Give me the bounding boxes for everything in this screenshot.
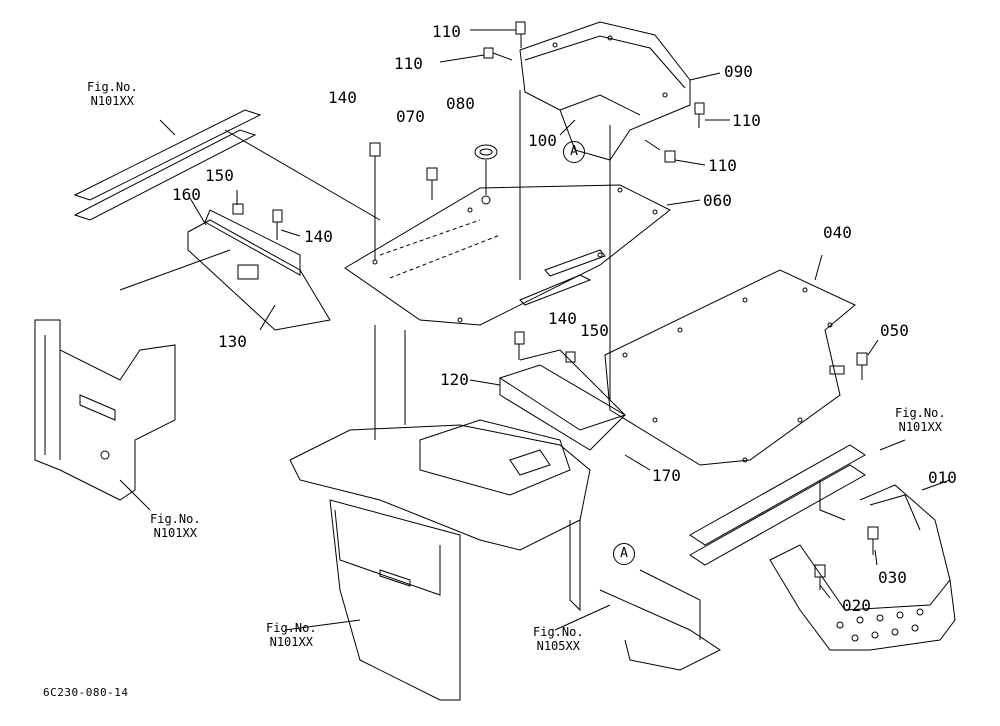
label-030: 030 (878, 568, 907, 587)
marker-a-bottom: A (613, 543, 635, 565)
step-010 (769, 484, 956, 651)
marker-a-top: A (563, 141, 585, 163)
label-080: 080 (446, 94, 475, 113)
label-120: 120 (440, 370, 469, 389)
fig-ref-number: N101XX (269, 635, 313, 649)
cover-090 (519, 21, 691, 400)
fig-ref-number: N105XX (536, 639, 580, 653)
drawing-code: 6C230-080-14 (43, 686, 129, 699)
label-170: 170 (652, 466, 681, 485)
label-050: 050 (880, 321, 909, 340)
label-060: 060 (703, 191, 732, 210)
fig-ref-upper-left: Fig.No. N101XX (87, 80, 138, 108)
fig-ref-label: Fig.No. (266, 621, 317, 635)
plate-060 (344, 184, 671, 326)
leader-lines (119, 29, 951, 631)
fig-ref-label: Fig.No. (87, 80, 138, 94)
rail-right (689, 444, 866, 566)
label-130: 130 (218, 332, 247, 351)
label-160: 160 (172, 185, 201, 204)
label-150-center: 150 (580, 321, 609, 340)
fig-ref-label: Fig.No. (150, 512, 201, 526)
label-100: 100 (528, 131, 557, 150)
label-140-top: 140 (328, 88, 357, 107)
fig-ref-number: N101XX (898, 420, 942, 434)
fig-ref-right: Fig.No. N101XX (895, 406, 946, 434)
label-150-left: 150 (205, 166, 234, 185)
rail-upper-left (73, 109, 381, 221)
label-110-left: 110 (394, 54, 423, 73)
label-020: 020 (842, 596, 871, 615)
fig-ref-number: N101XX (153, 526, 197, 540)
plate-040 (604, 269, 868, 466)
fig-ref-bottom-left: Fig.No. N101XX (266, 621, 317, 649)
label-140-left: 140 (304, 227, 333, 246)
frame-left (34, 249, 231, 501)
fig-ref-label: Fig.No. (895, 406, 946, 420)
label-070: 070 (396, 107, 425, 126)
fig-ref-number: N101XX (90, 94, 134, 108)
fig-ref-label: Fig.No. (533, 625, 584, 639)
label-110-lower: 110 (708, 156, 737, 175)
bracket-120-170 (498, 331, 627, 451)
fig-ref-left: Fig.No. N101XX (150, 512, 201, 540)
label-110-right: 110 (732, 111, 761, 130)
bolts-110 (483, 21, 705, 163)
label-010: 010 (928, 468, 957, 487)
label-090: 090 (724, 62, 753, 81)
bracket-130-160 (187, 203, 331, 331)
chassis-center (289, 325, 721, 701)
fig-ref-bottom-center: Fig.No. N105XX (533, 625, 584, 653)
label-140-center: 140 (548, 309, 577, 328)
label-110-top: 110 (432, 22, 461, 41)
label-040: 040 (823, 223, 852, 242)
fasteners-upper (369, 142, 498, 260)
